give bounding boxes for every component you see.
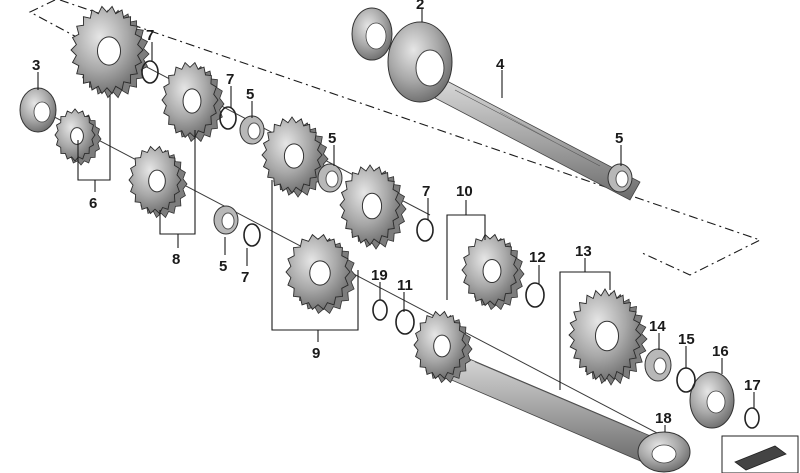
gear-1-icon xyxy=(70,5,150,99)
bearing-16 xyxy=(689,371,735,429)
gear-4-icon xyxy=(128,145,188,219)
callout-4: 4 xyxy=(496,56,505,73)
gear-5-icon xyxy=(261,116,329,198)
callout-12: 12 xyxy=(529,249,546,266)
callout-10: 10 xyxy=(456,183,473,200)
callout-7a: 7 xyxy=(146,27,154,44)
dash-dot-boundary xyxy=(28,0,762,276)
callout-7c: 7 xyxy=(422,183,430,200)
needle-bearing-5c xyxy=(607,163,633,193)
callout-15: 15 xyxy=(678,331,695,348)
callout-5a: 5 xyxy=(246,86,254,103)
callout-3: 3 xyxy=(32,57,40,74)
callout-6: 6 xyxy=(89,195,97,212)
seal-ring xyxy=(351,7,393,61)
gear-7-icon xyxy=(285,233,357,315)
callout-5c: 5 xyxy=(615,130,623,147)
gear-9-icon xyxy=(413,310,473,384)
needle-bearing-5a xyxy=(239,115,265,145)
callout-17: 17 xyxy=(744,377,761,394)
needle-bearing-5d xyxy=(213,205,239,235)
callout-7d: 7 xyxy=(241,269,249,286)
gear-set xyxy=(54,5,648,386)
callout-19: 19 xyxy=(371,267,388,284)
callout-14: 14 xyxy=(649,318,666,335)
bearing-18 xyxy=(637,431,691,473)
leader-lines xyxy=(37,8,755,432)
callout-9: 9 xyxy=(312,345,320,362)
callout-18: 18 xyxy=(655,410,672,427)
gear-10-icon xyxy=(568,288,648,386)
bearing-2 xyxy=(387,21,453,103)
bearing-3 xyxy=(19,87,57,133)
gear-8-icon xyxy=(461,233,525,311)
callout-13: 13 xyxy=(575,243,592,260)
callouts: 2 4 3 7 7 5 5 5 7 6 10 13 12 8 5 7 19 11… xyxy=(32,0,761,427)
gear-2-icon xyxy=(161,61,225,143)
gear-6-icon xyxy=(339,164,407,250)
needle-bearing-5b xyxy=(317,163,343,193)
circlips xyxy=(141,60,760,429)
callout-2: 2 xyxy=(416,0,424,13)
callout-16: 16 xyxy=(712,343,729,360)
needle-bearing-14 xyxy=(644,348,672,382)
view-arrow-icon xyxy=(721,435,799,473)
callout-11: 11 xyxy=(397,277,413,294)
callout-7b: 7 xyxy=(226,71,234,88)
callout-5d: 5 xyxy=(219,258,227,275)
callout-8: 8 xyxy=(172,251,180,268)
gear-3-icon xyxy=(54,108,102,166)
callout-5b: 5 xyxy=(328,130,336,147)
